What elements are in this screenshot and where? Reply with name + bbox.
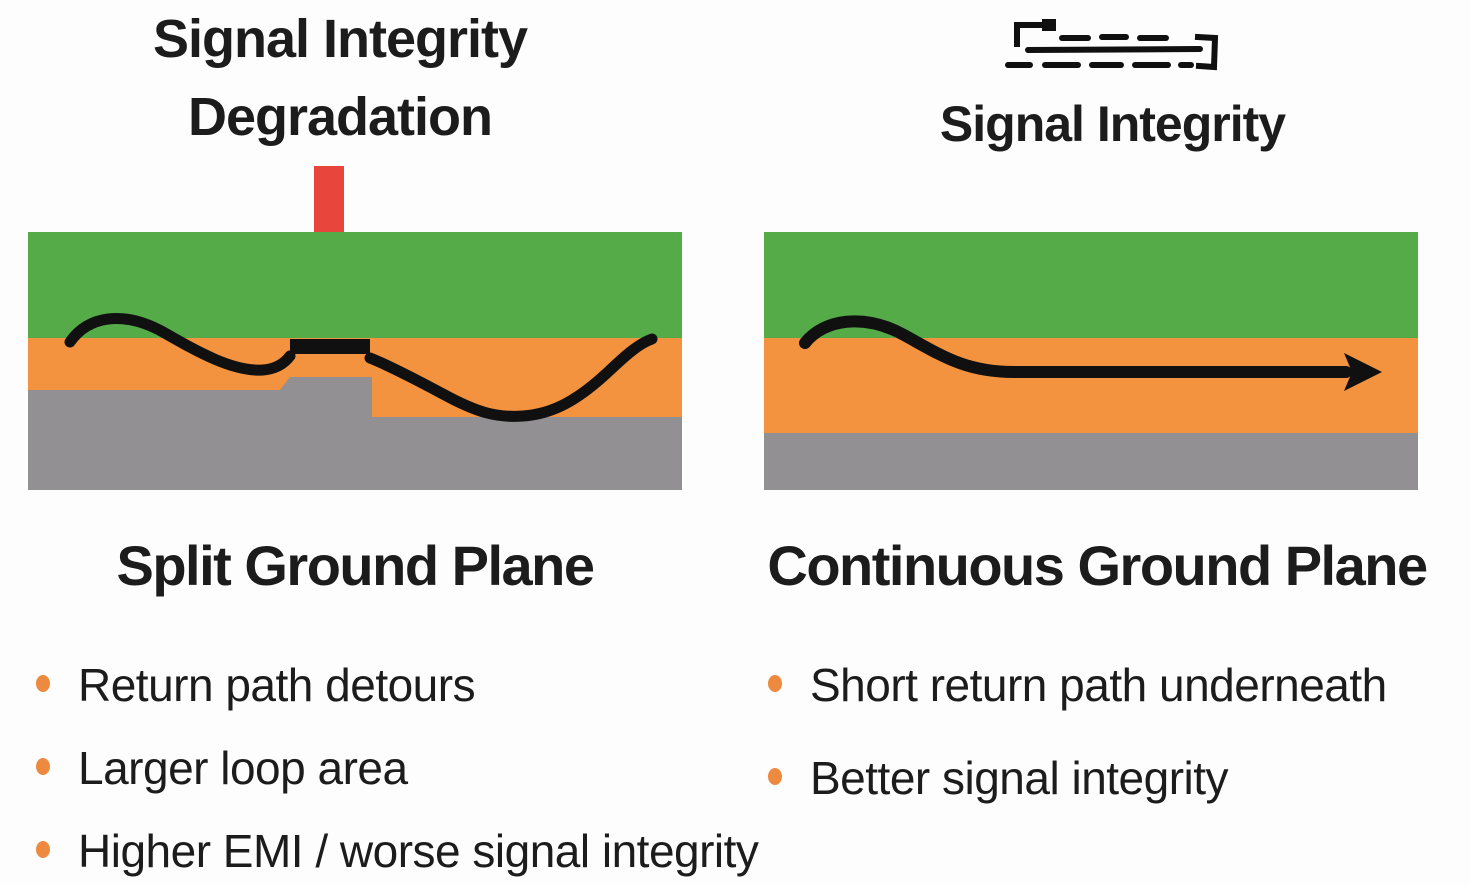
bullet-label: Larger loop area <box>78 742 408 794</box>
continuous-ground-plane-figure <box>764 232 1418 490</box>
orange-bullet-icon <box>36 758 50 775</box>
left-title-line2: Degradation <box>187 87 493 147</box>
left-diagram-label: Split Ground Plane <box>116 534 595 597</box>
list-item: Higher EMI / worse signal integrity <box>36 821 759 881</box>
list-item: Better signal integrity <box>768 748 1229 808</box>
orange-bullet-icon <box>768 768 782 785</box>
right-panel-title: Signal Integrity <box>939 96 1286 152</box>
orange-bullet-icon <box>768 675 782 692</box>
list-item: Short return path underneath <box>768 655 1387 715</box>
list-item: Larger loop area <box>36 738 408 798</box>
bullet-label: Short return path underneath <box>810 659 1387 711</box>
left-panel-title: Signal Integrity Degradation <box>0 0 680 156</box>
bullet-label: Higher EMI / worse signal integrity <box>78 825 759 877</box>
left-title-line1: Signal Integrity <box>152 9 528 69</box>
right-diagram-label: Continuous Ground Plane <box>767 534 1428 597</box>
orange-bullet-icon <box>36 841 50 858</box>
substrate-layer <box>764 433 1418 490</box>
bullet-label: Better signal integrity <box>810 752 1229 804</box>
ground-plane-layer <box>764 338 1418 433</box>
return-path-arrowhead <box>1344 353 1382 391</box>
return-path-left-detour <box>64 313 296 376</box>
split-ground-plane-figure <box>28 232 682 490</box>
clean-signal-sketch-icon <box>1005 19 1219 71</box>
return-path-right-detour <box>364 333 658 422</box>
bullet-label: Return path detours <box>78 659 476 711</box>
substrate-layer-with-split-step <box>28 377 682 490</box>
short-return-path-trace <box>799 315 1352 378</box>
split-bridge-trace <box>290 339 370 354</box>
list-item: Return path detours <box>36 655 476 715</box>
orange-bullet-icon <box>36 675 50 692</box>
